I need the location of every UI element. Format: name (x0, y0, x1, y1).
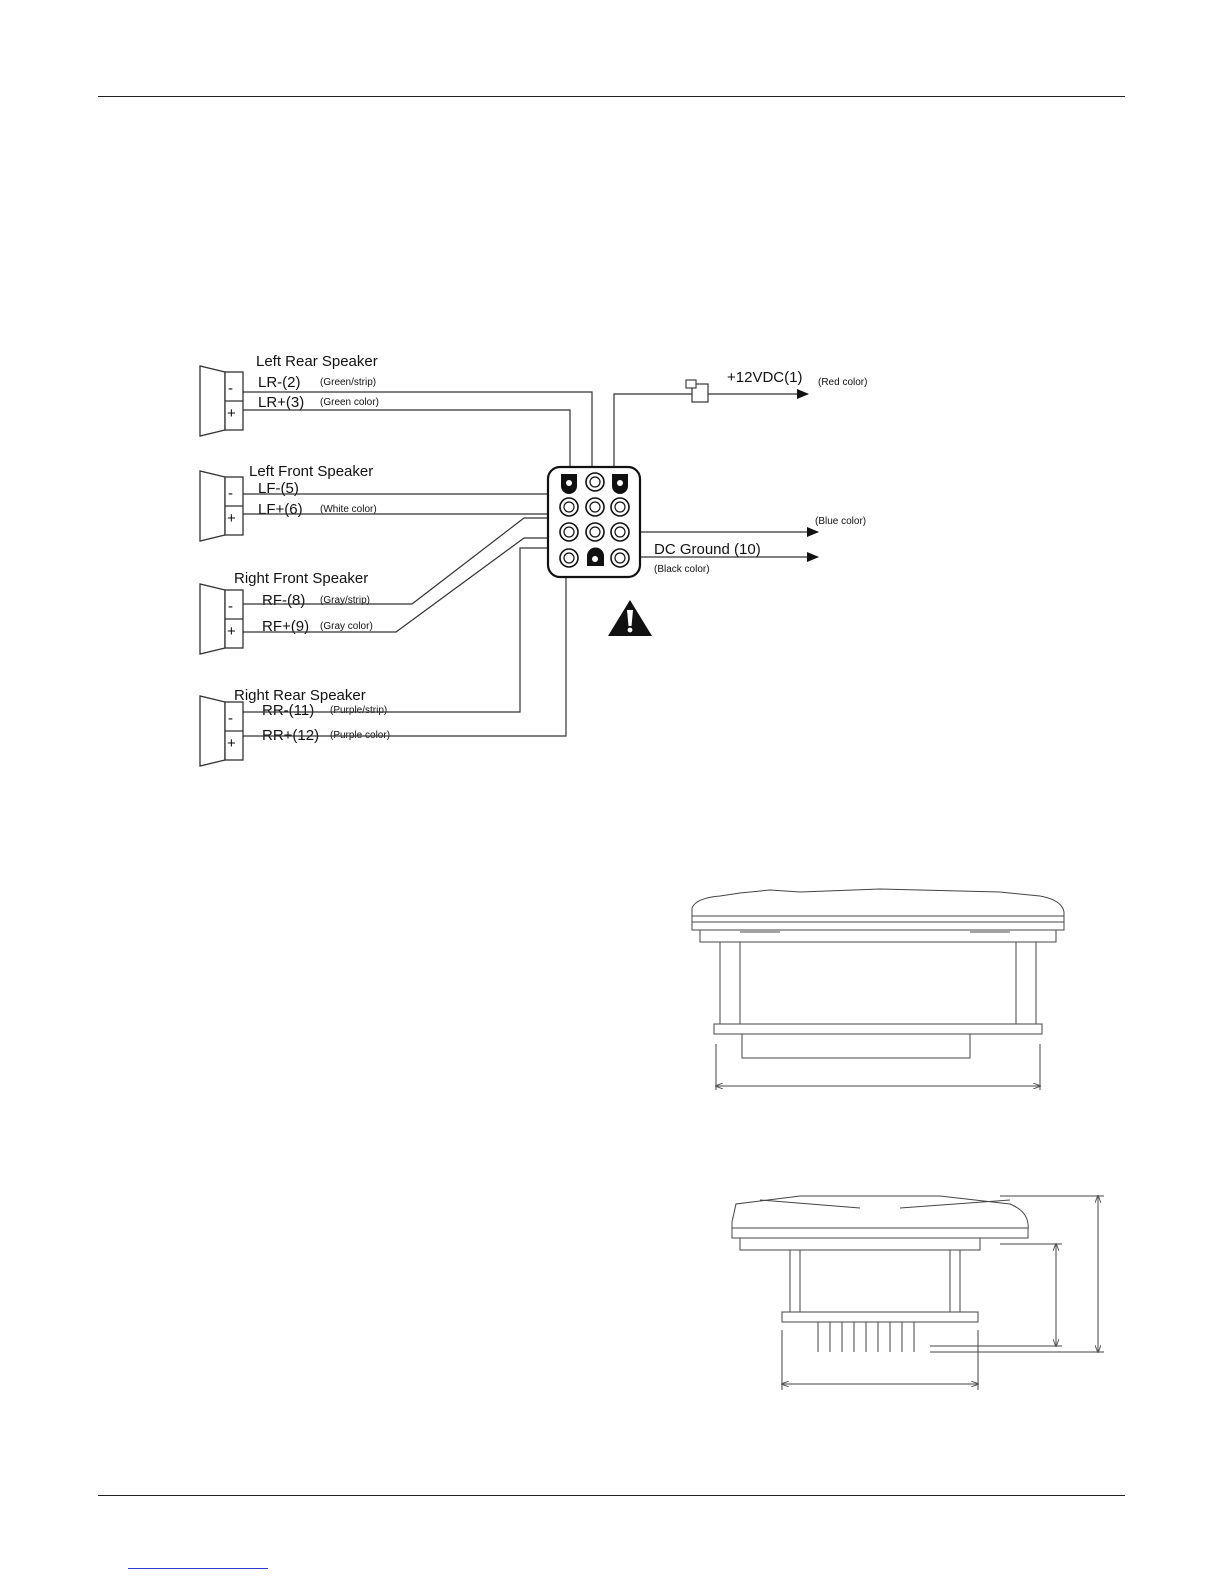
wire-label-neg: LR-(2) (258, 374, 301, 391)
speaker-title: Right Front Speaker (234, 570, 368, 587)
header-rule (98, 96, 1125, 97)
wire-color-pos: (White color) (320, 504, 377, 515)
speaker-icon (199, 365, 226, 437)
terminal-minus: - (228, 485, 233, 502)
ground-color: (Black color) (654, 564, 710, 575)
speaker-icon (199, 695, 226, 767)
speaker-icon (199, 583, 226, 655)
terminal-plus: + (227, 510, 236, 527)
footer-rule (98, 1495, 1125, 1496)
speaker-left-front: - + Left Front Speaker LF-(5) LF+(6) (Wh… (199, 463, 377, 542)
blue-ground-color: (Blue color) (815, 516, 866, 527)
wire-label-neg: RR-(11) (262, 702, 314, 719)
speaker-left-rear: - + Left Rear Speaker LR-(2) (Green/stri… (199, 353, 379, 437)
product-drawing-side (731, 1196, 1104, 1390)
footer-link-underline (128, 1568, 268, 1569)
power-fuse-connector (685, 379, 709, 403)
ground-label: DC Ground (10) (654, 541, 761, 558)
terminal-minus: - (228, 380, 233, 397)
wire-color-neg: (Gray/strip) (320, 595, 370, 606)
speaker-title: Right Rear Speaker (234, 687, 366, 704)
wire-label-pos: LR+(3) (258, 394, 304, 411)
terminal-minus: - (228, 710, 233, 727)
warning-triangle-icon (608, 600, 652, 636)
terminal-plus: + (227, 623, 236, 640)
terminal-plus: + (227, 735, 236, 752)
wire-label-pos: LF+(6) (258, 501, 303, 518)
wire-color-neg: (Purple/strip) (330, 705, 387, 716)
speaker-title: Left Front Speaker (249, 463, 373, 480)
speaker-title: Left Rear Speaker (256, 353, 378, 370)
speaker-icon (199, 470, 226, 542)
power-color: (Red color) (818, 377, 867, 388)
product-drawing-top (691, 888, 1065, 1090)
terminal-plus: + (227, 405, 236, 422)
terminal-minus: - (228, 598, 233, 615)
wires (243, 389, 819, 737)
wire-color-pos: (Green color) (320, 397, 379, 408)
speaker-right-front: - + Right Front Speaker RF-(8) (Gray/str… (199, 570, 373, 655)
speaker-right-rear: - + Right Rear Speaker RR-(11) (Purple/s… (199, 687, 390, 767)
power-label: +12VDC(1) (727, 369, 802, 386)
harness-connector (546, 465, 642, 579)
wire-color-neg: (Green/strip) (320, 377, 376, 388)
wire-label-neg: RF-(8) (262, 592, 305, 609)
wire-color-pos: (Gray color) (320, 621, 373, 632)
wire-label-neg: LF-(5) (258, 480, 299, 497)
wire-label-pos: RF+(9) (262, 618, 309, 635)
